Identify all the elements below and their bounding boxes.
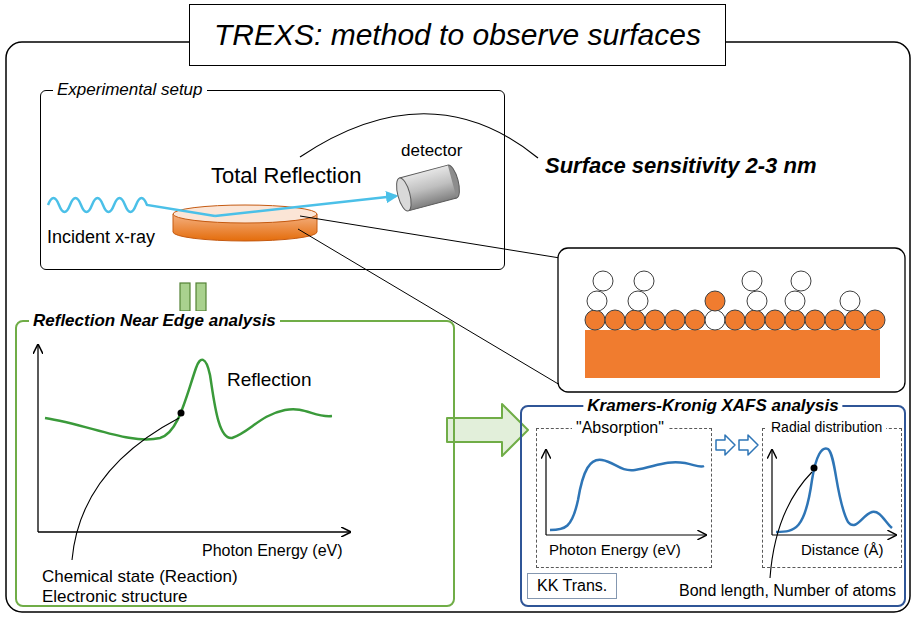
annotation: Bond length, Number of atoms xyxy=(679,582,896,600)
atom-symbol xyxy=(845,310,865,330)
atom-symbol xyxy=(587,291,607,311)
atom-symbol xyxy=(865,310,885,330)
illustration-part xyxy=(215,196,396,216)
annotation: Chemical state (Reaction) Electronic str… xyxy=(42,567,292,606)
atom-symbol xyxy=(747,291,767,311)
illustration-part xyxy=(38,531,350,532)
illustration-part xyxy=(37,345,38,532)
radial-chart xyxy=(770,448,896,578)
atom-symbol xyxy=(805,310,825,330)
double-arrow xyxy=(716,435,758,455)
atom-symbol xyxy=(791,271,811,291)
near-edge-panel: Reflection Near Edge analysisReflectionP… xyxy=(15,320,455,607)
atom-symbol xyxy=(785,291,805,311)
axis-label: Distance (Å) xyxy=(801,541,884,558)
equals-sign xyxy=(180,283,206,311)
atom-symbol xyxy=(745,310,765,330)
zoom-line xyxy=(298,216,560,385)
panel-heading: Reflection Near Edge analysis xyxy=(29,311,280,331)
illustration-part xyxy=(811,465,818,472)
surface-atoms xyxy=(585,271,885,330)
panel-heading: Radial distribution xyxy=(767,419,886,435)
reflection-chart xyxy=(38,345,350,560)
atom-symbol xyxy=(825,310,845,330)
illustration-part xyxy=(550,460,704,530)
radial-panel: Radial distributionDistance (Å) xyxy=(762,428,902,568)
illustration-part xyxy=(178,410,185,417)
illustration-part xyxy=(72,418,179,560)
illustration-part xyxy=(394,176,414,212)
illustration-part xyxy=(776,448,892,532)
atom-symbol xyxy=(593,271,613,291)
illustration-part xyxy=(770,472,812,578)
block-arrow xyxy=(447,404,528,456)
illustration-part xyxy=(546,534,706,535)
detector-label: detector xyxy=(401,141,462,161)
outer-frame xyxy=(6,42,910,612)
atom-symbol xyxy=(765,310,785,330)
atom-symbol xyxy=(705,310,725,330)
atom-symbol xyxy=(725,310,745,330)
sample-disk xyxy=(173,205,317,241)
box-label: KK Trans. xyxy=(537,577,607,595)
atom-symbol xyxy=(685,310,705,330)
panel-heading: Experimental setup xyxy=(53,80,207,100)
illustration-part xyxy=(771,450,772,535)
x-ray-beam xyxy=(48,196,396,216)
zoom-inset xyxy=(558,248,905,392)
axis-label: Photon Energy (eV) xyxy=(202,542,343,560)
illustration-part xyxy=(545,450,546,535)
setup-panel: Experimental setupTotal Reflectiondetect… xyxy=(40,90,505,270)
atom-symbol xyxy=(585,310,605,330)
illustration-part xyxy=(196,283,206,311)
callout-text: Surface sensitivity 2-3 nm xyxy=(545,153,816,178)
curve-label: Reflection xyxy=(227,369,312,391)
atom-symbol xyxy=(645,310,665,330)
diagram-title: TREXS: method to observe surfaces xyxy=(189,4,726,66)
panel-heading: Kramers-Kronig XAFS analysis xyxy=(583,396,842,416)
detector-symbol xyxy=(394,164,463,213)
atom-symbol xyxy=(742,271,762,291)
illustration-part xyxy=(45,360,332,440)
atom-symbol xyxy=(705,291,725,311)
beam-label: Total Reflection xyxy=(211,163,361,188)
axis-label: Photon Energy (eV) xyxy=(549,541,681,558)
substrate xyxy=(585,330,880,378)
beam-label: Incident x-ray xyxy=(47,227,155,248)
transform-box: KK Trans. xyxy=(527,573,617,599)
illustration-part xyxy=(48,198,215,216)
atom-symbol xyxy=(605,310,625,330)
atom-symbol xyxy=(625,310,645,330)
illustration-part xyxy=(772,534,896,535)
absorption-panel: "Absorption"Photon Energy (eV) xyxy=(536,428,712,568)
atom-symbol xyxy=(634,271,654,291)
atom-symbol xyxy=(665,310,685,330)
panel-heading: "Absorption" xyxy=(572,419,668,437)
atom-symbol xyxy=(840,291,860,311)
atom-symbol xyxy=(628,291,648,311)
absorption-chart xyxy=(546,450,706,535)
atom-symbol xyxy=(785,310,805,330)
illustration-part xyxy=(180,283,190,311)
